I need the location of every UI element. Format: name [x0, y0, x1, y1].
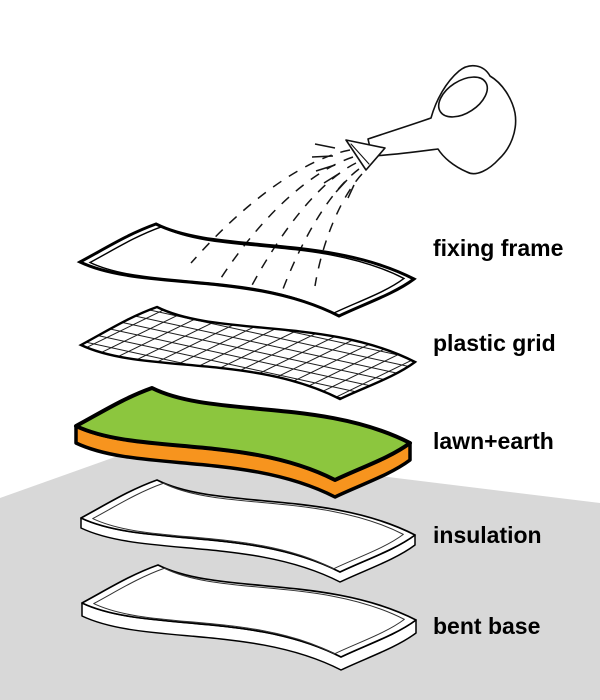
floor-plane — [0, 447, 600, 700]
layer-lawn-earth — [74, 386, 412, 499]
watering-can-body — [367, 64, 517, 175]
watering-can-icon — [345, 64, 517, 175]
watering-can-handle-hole — [437, 76, 489, 118]
label-lawn-earth: lawn+earth — [433, 428, 554, 454]
watering-can-rose — [345, 139, 386, 171]
label-plastic-grid: plastic grid — [433, 330, 556, 356]
layer-insulation — [80, 479, 416, 583]
water-spray-icon — [190, 143, 363, 290]
label-bent-base: bent base — [433, 613, 541, 639]
label-fixing-frame: fixing frame — [433, 235, 564, 261]
layer-fixing-frame — [78, 222, 416, 318]
layer-bent-base — [81, 564, 417, 671]
watering-can-rose-rim — [350, 143, 370, 165]
label-insulation: insulation — [433, 522, 542, 548]
